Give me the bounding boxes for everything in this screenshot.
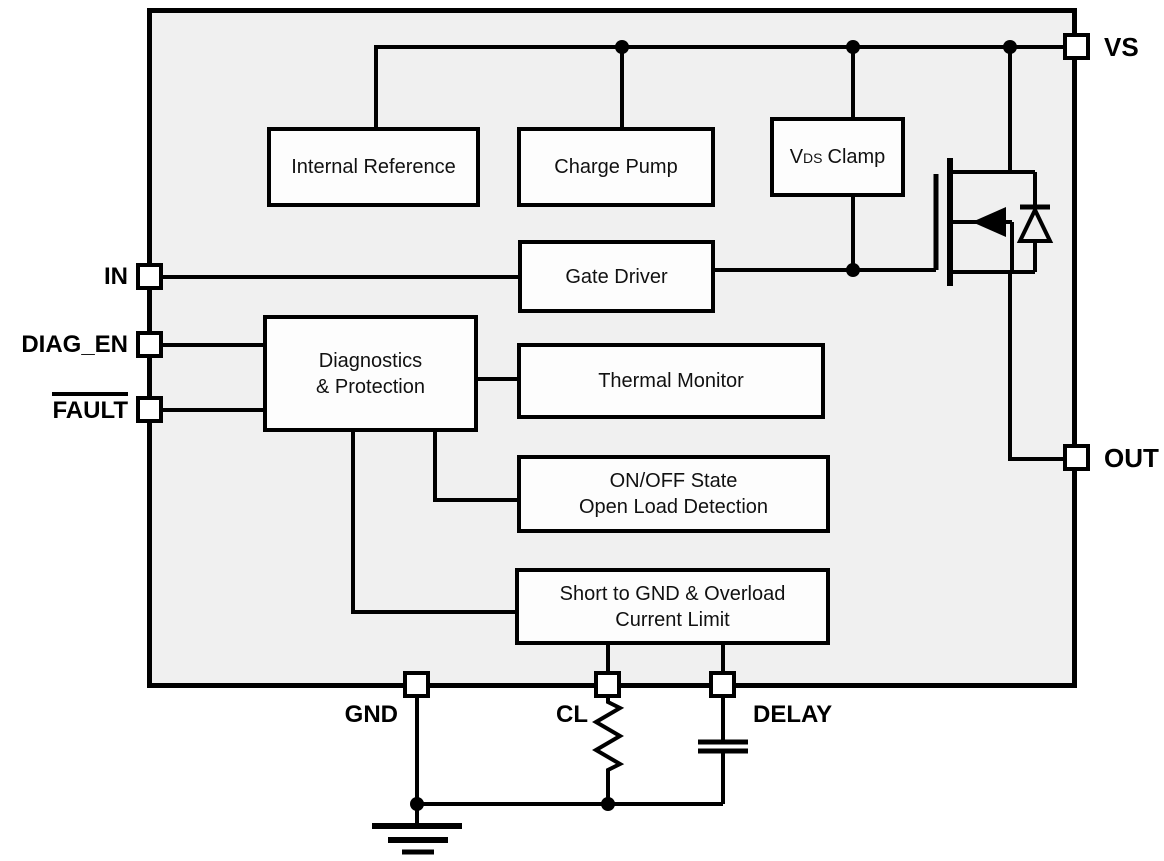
block-label: Gate Driver bbox=[565, 265, 668, 288]
block-internal-reference: Internal Reference bbox=[267, 127, 480, 207]
pin-label-gnd: GND bbox=[344, 701, 398, 728]
block-label-line2: Current Limit bbox=[615, 608, 730, 631]
junction-dots bbox=[410, 40, 1017, 811]
pin-label-vs: VS bbox=[1104, 32, 1139, 62]
block-label-line1: ON/OFF State bbox=[609, 470, 738, 492]
pin-label-delay: DELAY bbox=[753, 701, 833, 728]
wire-diag-to-open-load bbox=[433, 430, 519, 502]
resistor-icon bbox=[592, 697, 625, 804]
block-label-line2: & Protection bbox=[316, 375, 425, 398]
block-label: Charge Pump bbox=[554, 156, 678, 178]
pin-label-cl: CL bbox=[556, 701, 588, 728]
wire-source-to-out bbox=[1008, 272, 1063, 461]
block-label: Thermal Monitor bbox=[598, 370, 744, 392]
body-diode-triangle bbox=[1016, 205, 1054, 243]
junction-dot bbox=[1003, 40, 1017, 54]
block-open-load-detection: ON/OFF State Open Load Detection bbox=[517, 455, 830, 533]
block-gate-driver: Gate Driver bbox=[518, 240, 715, 313]
mosfet-body-arrow bbox=[972, 207, 1006, 237]
junction-dot bbox=[615, 40, 629, 54]
vds-rest: Clamp bbox=[827, 145, 886, 168]
wires bbox=[163, 45, 1063, 806]
pin-diag-en bbox=[136, 331, 163, 358]
block-label-line1: Short to GND & Overload bbox=[559, 582, 786, 605]
vds-prefix: V bbox=[789, 145, 804, 168]
capacitor-icon bbox=[698, 697, 748, 804]
pin-cl bbox=[594, 671, 621, 698]
block-label: Internal Reference bbox=[291, 156, 456, 178]
pin-vs bbox=[1063, 33, 1090, 60]
pin-label-fault: FAULT bbox=[30, 392, 128, 425]
pin-out bbox=[1063, 444, 1090, 471]
pin-delay bbox=[709, 671, 736, 698]
junction-dot bbox=[846, 40, 860, 54]
fault-overbar-text: FAULT bbox=[52, 392, 128, 425]
block-label-line1: Diagnostics bbox=[318, 349, 423, 372]
block-charge-pump: Charge Pump bbox=[517, 127, 715, 207]
vds-subscript: DS bbox=[803, 149, 823, 166]
wire-diag-to-short-gnd bbox=[351, 430, 517, 614]
block-diagnostics-protection: Diagnostics & Protection bbox=[263, 315, 478, 432]
junction-dot bbox=[846, 263, 860, 277]
pin-fault bbox=[136, 396, 163, 423]
pin-label-diag-en: DIAG_EN bbox=[21, 331, 128, 358]
block-label-line2: Open Load Detection bbox=[578, 496, 769, 518]
block-thermal-monitor: Thermal Monitor bbox=[517, 343, 825, 419]
pin-label-in: IN bbox=[104, 263, 128, 290]
wire-vs-rail bbox=[374, 45, 1063, 129]
ground-icon bbox=[372, 804, 462, 855]
pin-in bbox=[136, 263, 163, 290]
resistor-zigzag bbox=[592, 697, 625, 804]
pin-label-out: OUT bbox=[1104, 443, 1159, 473]
mosfet-icon bbox=[933, 158, 1054, 286]
block-short-gnd-current-limit: Short to GND & Overload Current Limit bbox=[515, 568, 830, 645]
pin-gnd bbox=[403, 671, 430, 698]
